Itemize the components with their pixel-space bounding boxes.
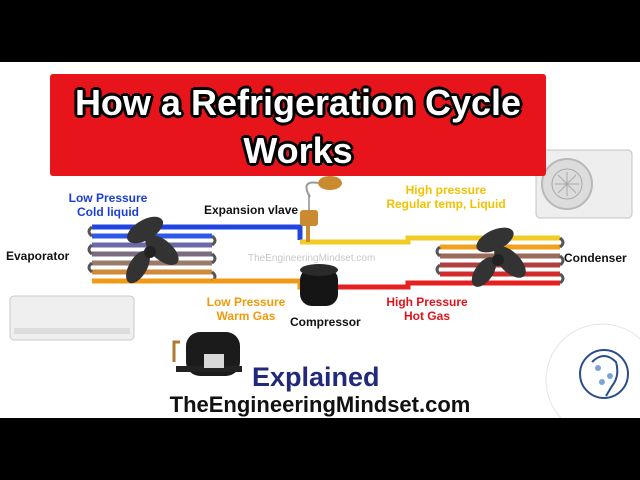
- label-high-pressure-hot-gas-line1: High Pressure: [386, 295, 468, 309]
- evaporator-coil: [87, 224, 217, 284]
- refrigeration-diagram: [9, 149, 640, 418]
- label-low-pressure-warm-gas-line2: Warm Gas: [216, 308, 276, 323]
- thumbnail-canvas: How a Refrigeration Cycle Works Low Pres…: [0, 62, 640, 418]
- label-high-pressure-line1: High pressure: [405, 183, 487, 197]
- expansion-valve: [300, 176, 342, 242]
- engineering-mindset-logo: [545, 323, 640, 418]
- label-evaporator: Evaporator: [6, 249, 70, 263]
- outdoor-ac-unit: [535, 149, 633, 219]
- label-condenser: Condenser: [564, 251, 627, 265]
- label-high-pressure-hot-gas-line2: Hot Gas: [403, 308, 450, 323]
- label-low-pressure-cold-liquid: Low Pressure Cold liquid: [56, 191, 160, 220]
- condenser-fan: [471, 227, 526, 287]
- label-low-pressure-warm-gas: Low Pressure Warm Gas: [188, 295, 304, 324]
- title-banner: How a Refrigeration Cycle Works: [50, 74, 546, 176]
- label-compressor: Compressor: [290, 315, 361, 329]
- website-url: TheEngineeringMindset.com: [169, 392, 471, 417]
- title-line-1: How a Refrigeration Cycle: [74, 82, 522, 123]
- label-high-pressure-line2: Regular temp, Liquid: [386, 196, 506, 211]
- compressor-photo: [172, 332, 242, 376]
- label-low-pressure-warm-gas-line1: Low Pressure: [206, 295, 286, 309]
- indoor-ac-unit: [9, 295, 135, 341]
- label-expansion-valve: Expansion vlave: [204, 203, 299, 217]
- title-line-2: Works: [243, 130, 353, 171]
- label-high-pressure-hot-gas: High Pressure Hot Gas: [372, 295, 482, 324]
- explained-heading: Explained: [252, 362, 380, 392]
- label-high-pressure-regular-liquid: High pressure Regular temp, Liquid: [372, 183, 520, 212]
- label-low-pressure-cold-liquid-line1: Low Pressure: [68, 191, 148, 205]
- label-low-pressure-cold-liquid-line2: Cold liquid: [77, 204, 139, 219]
- watermark-text: TheEngineeringMindset.com: [248, 253, 376, 264]
- compressor-shape: [300, 264, 338, 306]
- evaporator-fan: [126, 216, 179, 284]
